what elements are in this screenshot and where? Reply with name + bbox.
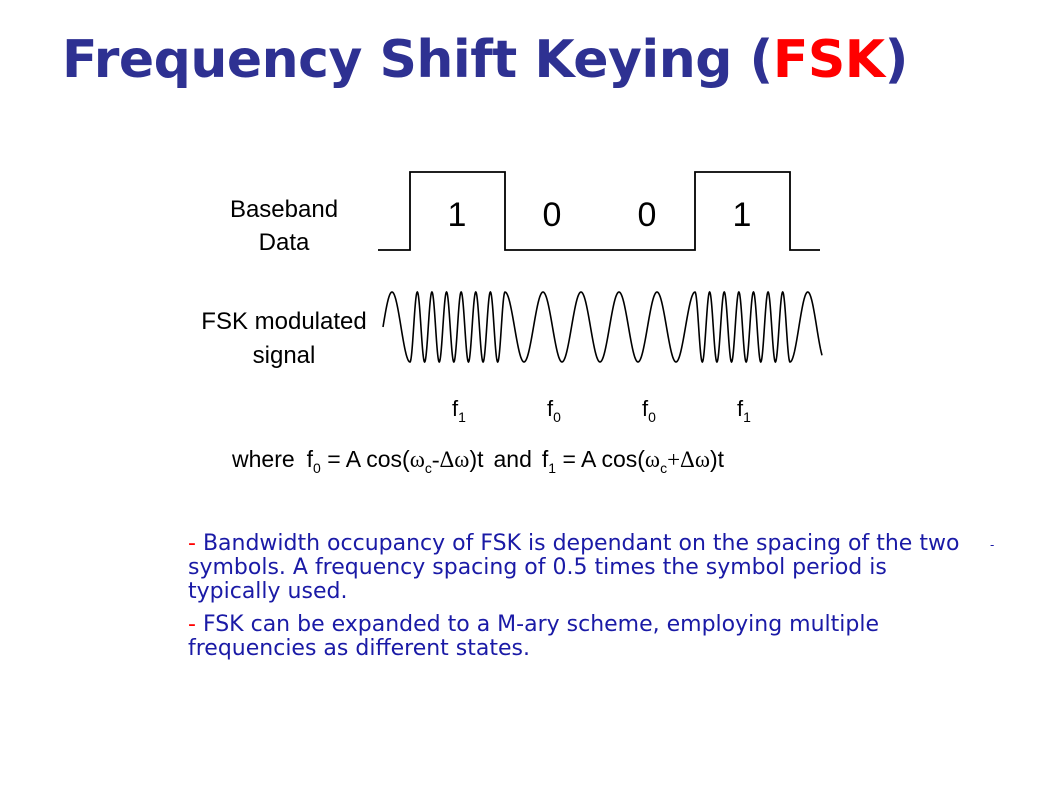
baseband-label-line2: Data [259, 229, 310, 256]
fsk-label-line2: signal [253, 342, 316, 369]
bullet-item: - FSK can be expanded to a M-ary scheme,… [188, 613, 968, 661]
bit-label-1: 1 [448, 196, 467, 234]
title-highlight: FSK [772, 30, 885, 90]
bullet-dash: - [188, 612, 196, 637]
stray-mark: - [990, 538, 995, 552]
bit-label-3: 0 [638, 196, 657, 234]
bullet-list: - Bandwidth occupancy of FSK is dependan… [188, 532, 968, 670]
bullet-text: FSK can be expanded to a M-ary scheme, e… [188, 612, 879, 661]
baseband-label-line1: Baseband [230, 196, 338, 223]
baseband-waveform [378, 171, 820, 251]
fsk-waveform [382, 290, 823, 364]
freq-label-1: f1 [452, 396, 466, 425]
bit-label-4: 1 [733, 196, 752, 234]
bullet-item: - Bandwidth occupancy of FSK is dependan… [188, 532, 968, 604]
freq-label-4: f1 [737, 396, 751, 425]
fsk-label-line1: FSK modulated [201, 308, 366, 335]
title-tail: ) [884, 30, 909, 90]
title-main: Frequency Shift Keying ( [62, 30, 773, 90]
freq-label-2: f0 [547, 396, 561, 425]
freq-label-3: f0 [642, 396, 656, 425]
page-title: Frequency Shift Keying (FSK) [62, 30, 908, 90]
bit-label-2: 0 [543, 196, 562, 234]
bullet-dash: - [188, 531, 196, 556]
bullet-text: Bandwidth occupancy of FSK is dependant … [188, 531, 960, 604]
